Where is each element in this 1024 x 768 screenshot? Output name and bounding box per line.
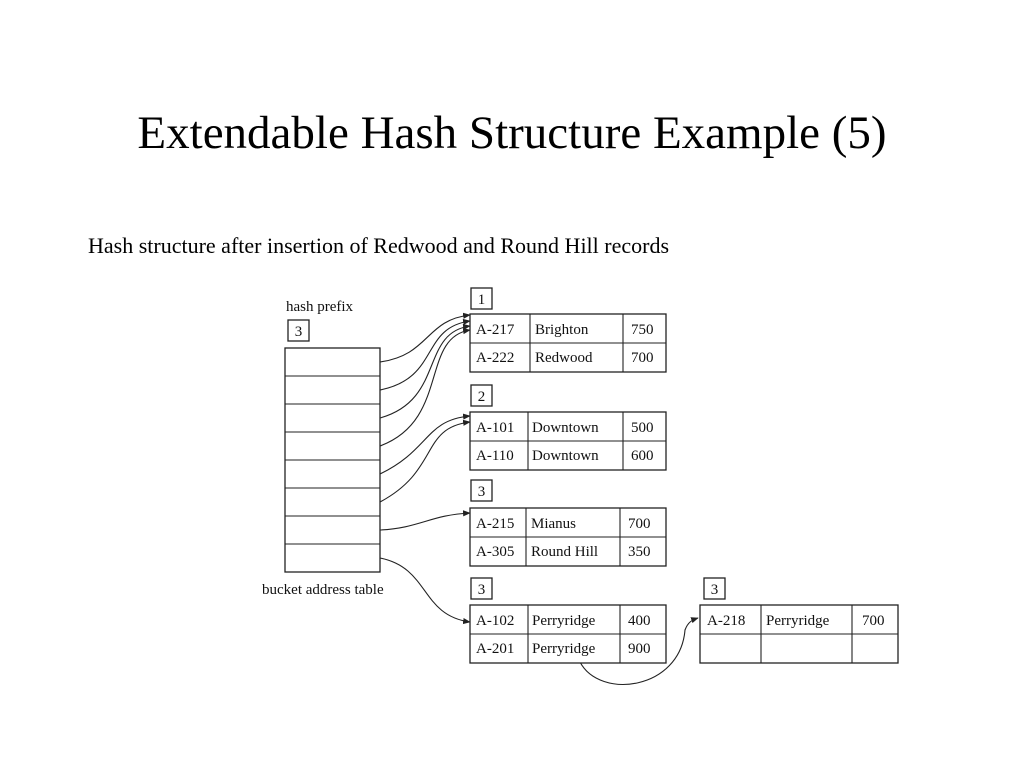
record-branch: Downtown [532, 448, 599, 464]
bucket-depth: 3 [711, 582, 719, 598]
record-account: A-215 [476, 516, 514, 532]
overflow-bucket: 3 A-218 Perryridge 700 [699, 577, 899, 664]
pointer-011 [379, 328, 471, 447]
record-branch: Round Hill [531, 544, 598, 560]
bucket-depth-box [470, 384, 493, 407]
record-account: A-102 [476, 613, 514, 629]
pointer-000 [379, 312, 471, 363]
record-balance: 400 [628, 613, 651, 629]
record-account: A-222 [476, 350, 514, 366]
bucket-depth-box [470, 479, 493, 502]
record-branch: Redwood [535, 350, 593, 366]
bucket-depth: 1 [478, 292, 486, 308]
bucket-depth: 3 [478, 582, 486, 598]
bucket-address-table [284, 347, 381, 573]
slide-title: Extendable Hash Structure Example (5) [137, 107, 887, 159]
pointer-101 [379, 419, 471, 503]
record-branch: Downtown [532, 420, 599, 436]
record-account: A-201 [476, 641, 514, 657]
record-balance: 900 [628, 641, 651, 657]
record-balance: 700 [628, 516, 651, 532]
record-account: A-101 [476, 420, 514, 436]
record-account: A-305 [476, 544, 514, 560]
bucket-pointers [379, 312, 699, 685]
bucket-4: 3 A-102 Perryridge 400 A-201 Perryridge … [469, 577, 667, 664]
bucket-depth: 2 [478, 389, 486, 405]
bucket-1: 1 A-217 Brighton 750 A-222 Redwood 700 [469, 287, 667, 373]
hash-prefix-label: hash prefix [286, 299, 354, 315]
record-branch: Perryridge [532, 641, 596, 657]
record-branch: Brighton [535, 322, 589, 338]
record-balance: 350 [628, 544, 651, 560]
record-balance: 700 [631, 350, 654, 366]
slide-subtitle: Hash structure after insertion of Redwoo… [88, 233, 670, 258]
bucket-depth: 3 [478, 484, 486, 500]
bucket-2: 2 A-101 Downtown 500 A-110 Downtown 600 [469, 384, 667, 471]
global-depth-box [287, 319, 310, 342]
record-balance: 500 [631, 420, 654, 436]
record-branch: Perryridge [766, 613, 830, 629]
record-branch: Perryridge [532, 613, 596, 629]
record-account: A-217 [476, 322, 515, 338]
bucket-address-table-label: bucket address table [262, 582, 384, 598]
global-depth-value: 3 [295, 324, 303, 340]
record-balance: 700 [862, 613, 885, 629]
pointer-001 [379, 318, 471, 391]
record-balance: 600 [631, 448, 654, 464]
record-account: A-110 [476, 448, 514, 464]
bucket-3: 3 A-215 Mianus 700 A-305 Round Hill 350 [469, 479, 667, 567]
pointer-110 [379, 510, 471, 531]
bucket-depth-box [703, 577, 726, 600]
record-account: A-218 [707, 613, 745, 629]
record-branch: Mianus [531, 516, 576, 532]
record-balance: 750 [631, 322, 654, 338]
bucket-depth-box [470, 577, 493, 600]
pointer-111 [379, 557, 471, 625]
pointer-100 [379, 413, 471, 475]
pointer-010 [379, 323, 471, 419]
bucket-depth-box [470, 287, 493, 310]
overflow-pointer [579, 617, 699, 685]
